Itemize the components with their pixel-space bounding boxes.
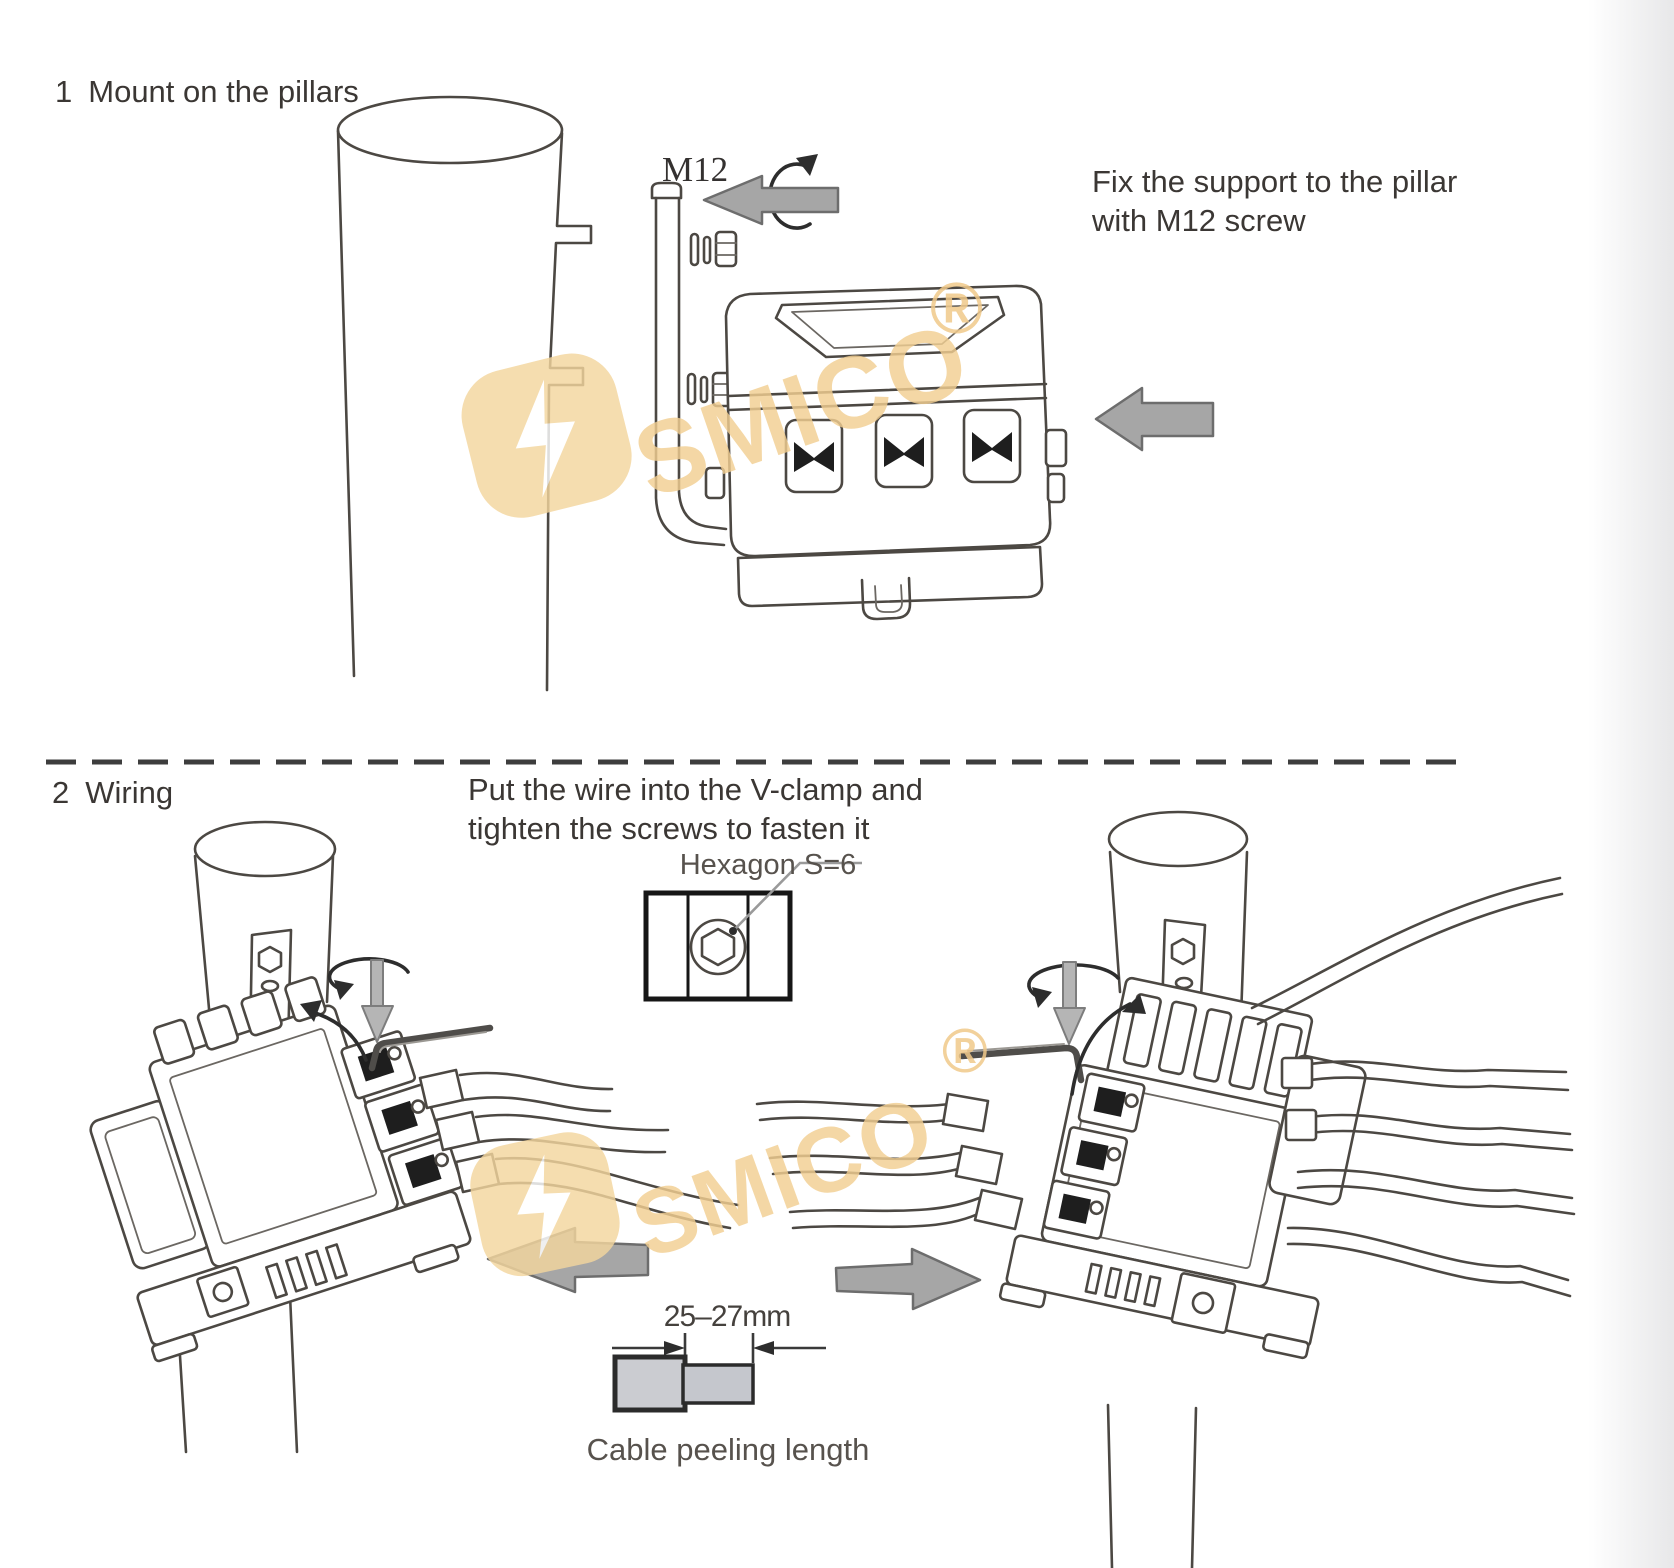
hex-key-left-drawing [368,1024,494,1072]
hex-key-right-drawing [958,1043,1085,1084]
fix-support-note: Fix the support to the pillar with M12 s… [1092,162,1582,240]
cable-dimension-diagram [612,1333,826,1413]
section1-title-text: Mount on the pillars [88,74,359,109]
section2-number: 2 [52,775,70,810]
note-line: Fix the support to the pillar [1092,164,1458,199]
section2-title: 2 Wiring [52,775,173,811]
peeling-dimension-label: 25–27mm [663,1300,791,1333]
v-clamp-window [784,418,844,494]
cable-peeling-label: Cable peeling length [586,1432,870,1467]
swing-arrow-left-icon [300,1000,368,1062]
v-clamp-window [962,408,1022,484]
instruction-line: Put the wire into the V-clamp and [468,772,923,807]
swing-arrow-right-icon [1070,994,1146,1096]
m12-screw-label: M12 [662,150,729,189]
hexagon-size-label: Hexagon S=6 [679,849,857,881]
mount-direction-arrow-icon [1094,386,1215,452]
wires-left-drawing [418,1068,740,1230]
wires-out-right-drawing [1250,876,1576,1298]
section2-title-text: Wiring [85,775,174,810]
device-left-drawing [89,976,472,1363]
m12-screw-parts-drawing [689,230,738,268]
terminal-block [1042,1072,1146,1240]
screw-rotate-arrow-left-icon [327,957,410,1043]
pillar-top-drawing [336,95,593,692]
insert-wire-arrow-left-icon [486,1226,650,1294]
fuse-switch-drawing-top [704,284,1068,621]
m12-direction-arrow-icon [702,174,840,226]
wiring-instruction: Put the wire into the V-clamp and tighte… [468,770,1028,848]
instruction-line: tighten the screws to fasten it [468,811,870,846]
mounting-bracket-drawing [650,181,738,547]
page-edge-shading [1588,0,1674,1568]
screw-rotate-arrow-right-icon [1027,961,1120,1045]
note-line: with M12 screw [1092,203,1306,238]
m12-screw-parts-drawing-2 [686,371,734,408]
section1-number: 1 [55,74,73,109]
insert-wire-arrow-right-icon [834,1247,982,1311]
device-right-drawing [998,976,1367,1360]
wires-in-right-drawing [755,1092,1024,1231]
hexagon-socket-diagram [643,861,862,1002]
section1-title: 1 Mount on the pillars [55,74,359,110]
v-clamp-window [874,413,934,489]
